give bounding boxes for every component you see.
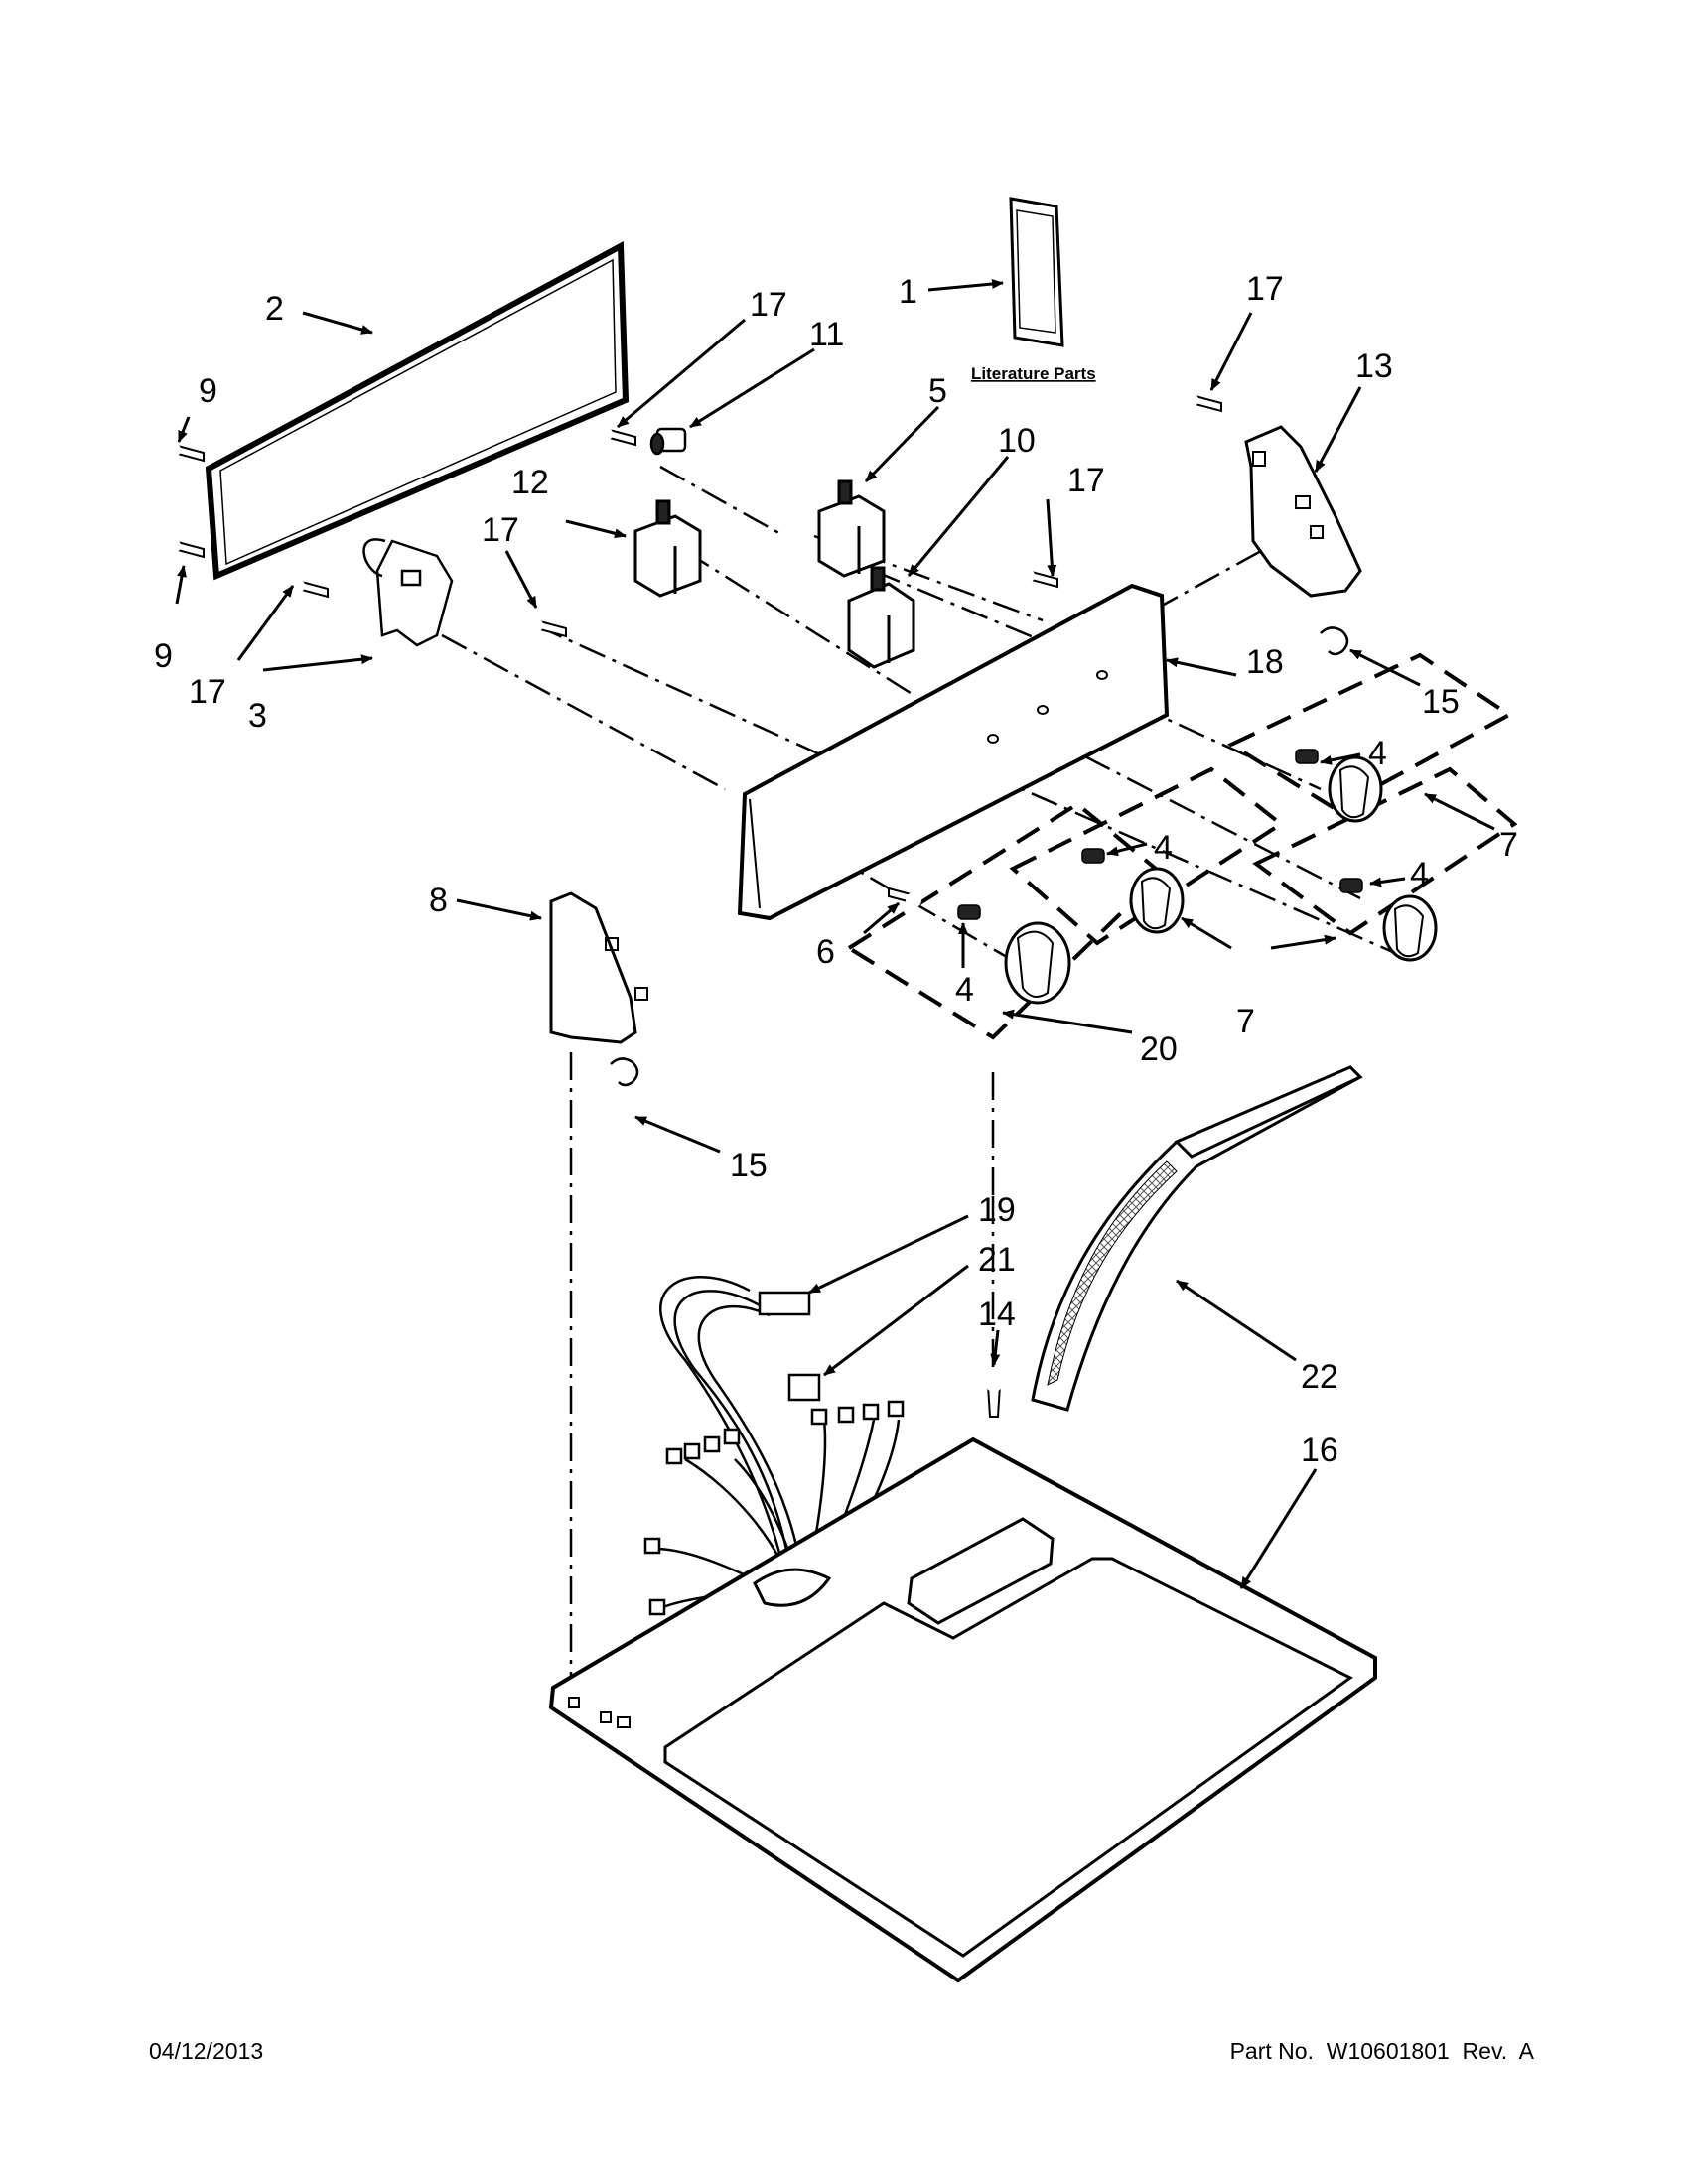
screw-17-upper	[599, 427, 636, 447]
callout-5: 5	[928, 372, 947, 410]
callout-1: 1	[899, 273, 917, 311]
callout-9-bottom: 9	[154, 637, 173, 675]
rear-panel	[205, 241, 630, 581]
callout-7-right: 7	[1499, 826, 1518, 864]
screw-17-right	[1185, 393, 1222, 413]
lint-screen	[1031, 1065, 1363, 1412]
callout-17-mid: 17	[1067, 462, 1105, 499]
callout-9-top: 9	[199, 372, 217, 410]
callout-4-a: 4	[955, 971, 974, 1009]
callout-12: 12	[511, 464, 549, 501]
screw-6	[888, 887, 921, 908]
callout-18: 18	[1246, 643, 1284, 681]
knob-7-b	[1382, 894, 1438, 962]
callout-17-right: 17	[1246, 270, 1284, 308]
footer-date: 04/12/2013	[149, 2038, 264, 2064]
knob-7-a	[1129, 867, 1185, 934]
callout-arrows	[175, 279, 1495, 1589]
callout-14: 14	[978, 1296, 1016, 1333]
literature-parts-label: Literature Parts	[971, 364, 1096, 383]
spring-4-a	[957, 904, 981, 920]
callout-10: 10	[998, 422, 1036, 460]
callout-4-b: 4	[1154, 829, 1173, 867]
callout-15-upper: 15	[1422, 683, 1460, 721]
clip-11	[649, 427, 687, 456]
spring-4-d	[1295, 749, 1319, 764]
screw-14	[985, 1374, 1003, 1418]
callout-2: 2	[265, 290, 284, 328]
switch-assembly	[362, 538, 454, 647]
callout-labels: 1 2 9 9 17 3 17 12 17 11 5 10 17 17 13 1…	[154, 270, 1518, 1469]
top-panel	[548, 1436, 1377, 1983]
control-switch-12	[633, 499, 702, 598]
knob-7-c	[1328, 755, 1383, 823]
callout-22: 22	[1301, 1358, 1338, 1396]
callout-17-left: 17	[189, 673, 226, 711]
screw-9-top	[167, 443, 205, 463]
control-switch-10	[847, 566, 915, 669]
knob-20	[1004, 921, 1071, 1005]
clip-15-lower	[610, 1057, 639, 1087]
callout-4-d: 4	[1368, 735, 1387, 772]
spring-4-c	[1339, 878, 1363, 893]
callout-6: 6	[816, 933, 835, 971]
console-panel	[737, 583, 1170, 921]
callout-17-center: 17	[482, 511, 519, 549]
callout-3: 3	[248, 697, 267, 735]
callout-16: 16	[1301, 1432, 1338, 1469]
callout-8: 8	[429, 882, 448, 919]
end-cap-right	[1244, 425, 1362, 598]
screw-17-center	[529, 618, 567, 638]
end-cap-left	[549, 891, 648, 1044]
leader-lines	[441, 465, 1396, 1678]
callout-17-upper: 17	[750, 286, 787, 324]
callout-4-c: 4	[1410, 856, 1429, 893]
screw-17-left	[291, 579, 329, 599]
screw-9-bottom	[167, 539, 205, 559]
callout-19: 19	[978, 1191, 1016, 1229]
clip-15-upper	[1320, 626, 1349, 656]
callout-21: 21	[978, 1241, 1016, 1279]
spring-4-b	[1081, 848, 1105, 864]
callout-11: 11	[809, 316, 844, 353]
callout-7-bottom: 7	[1236, 1003, 1255, 1040]
literature-booklet	[1009, 197, 1064, 347]
footer-part-number: Part No. W10601801 Rev. A	[1229, 2038, 1534, 2064]
callout-15-lower: 15	[730, 1147, 768, 1184]
callout-13: 13	[1355, 347, 1393, 385]
callout-20: 20	[1140, 1030, 1178, 1068]
control-switch-5	[817, 479, 886, 578]
